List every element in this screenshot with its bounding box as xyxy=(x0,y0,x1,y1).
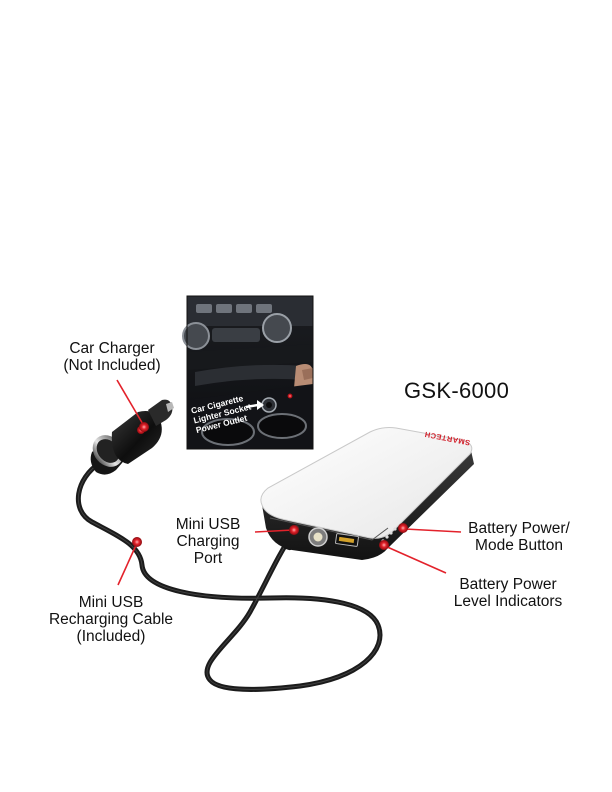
label-line: Mode Button xyxy=(456,537,582,554)
label-line: Mini USB xyxy=(168,516,248,533)
label-level-indicators: Battery Power Level Indicators xyxy=(440,576,576,610)
label-line: Level Indicators xyxy=(440,593,576,610)
label-line: (Included) xyxy=(36,628,186,645)
label-power-button: Battery Power/ Mode Button xyxy=(456,520,582,554)
callout-dot-usb-port xyxy=(289,525,299,535)
callout-dot-level-indicators xyxy=(379,540,389,550)
label-line: Battery Power/ xyxy=(456,520,582,537)
label-line: Battery Power xyxy=(440,576,576,593)
callout-dot-car-charger xyxy=(139,422,149,432)
car-charger-adapter xyxy=(86,400,174,475)
label-line: Car Charger xyxy=(52,340,172,357)
label-line: Recharging Cable xyxy=(36,611,186,628)
label-line: (Not Included) xyxy=(52,357,172,374)
model-name: GSK-6000 xyxy=(404,378,509,404)
label-line: Mini USB xyxy=(36,594,186,611)
label-mini-usb-port: Mini USB Charging Port xyxy=(168,516,248,567)
callout-dot-cable xyxy=(132,537,142,547)
label-recharging-cable: Mini USB Recharging Cable (Included) xyxy=(36,594,186,645)
callout-dot-power-button xyxy=(398,523,408,533)
label-line: Charging xyxy=(168,533,248,550)
label-car-charger: Car Charger (Not Included) xyxy=(52,340,172,374)
label-line: Port xyxy=(168,550,248,567)
